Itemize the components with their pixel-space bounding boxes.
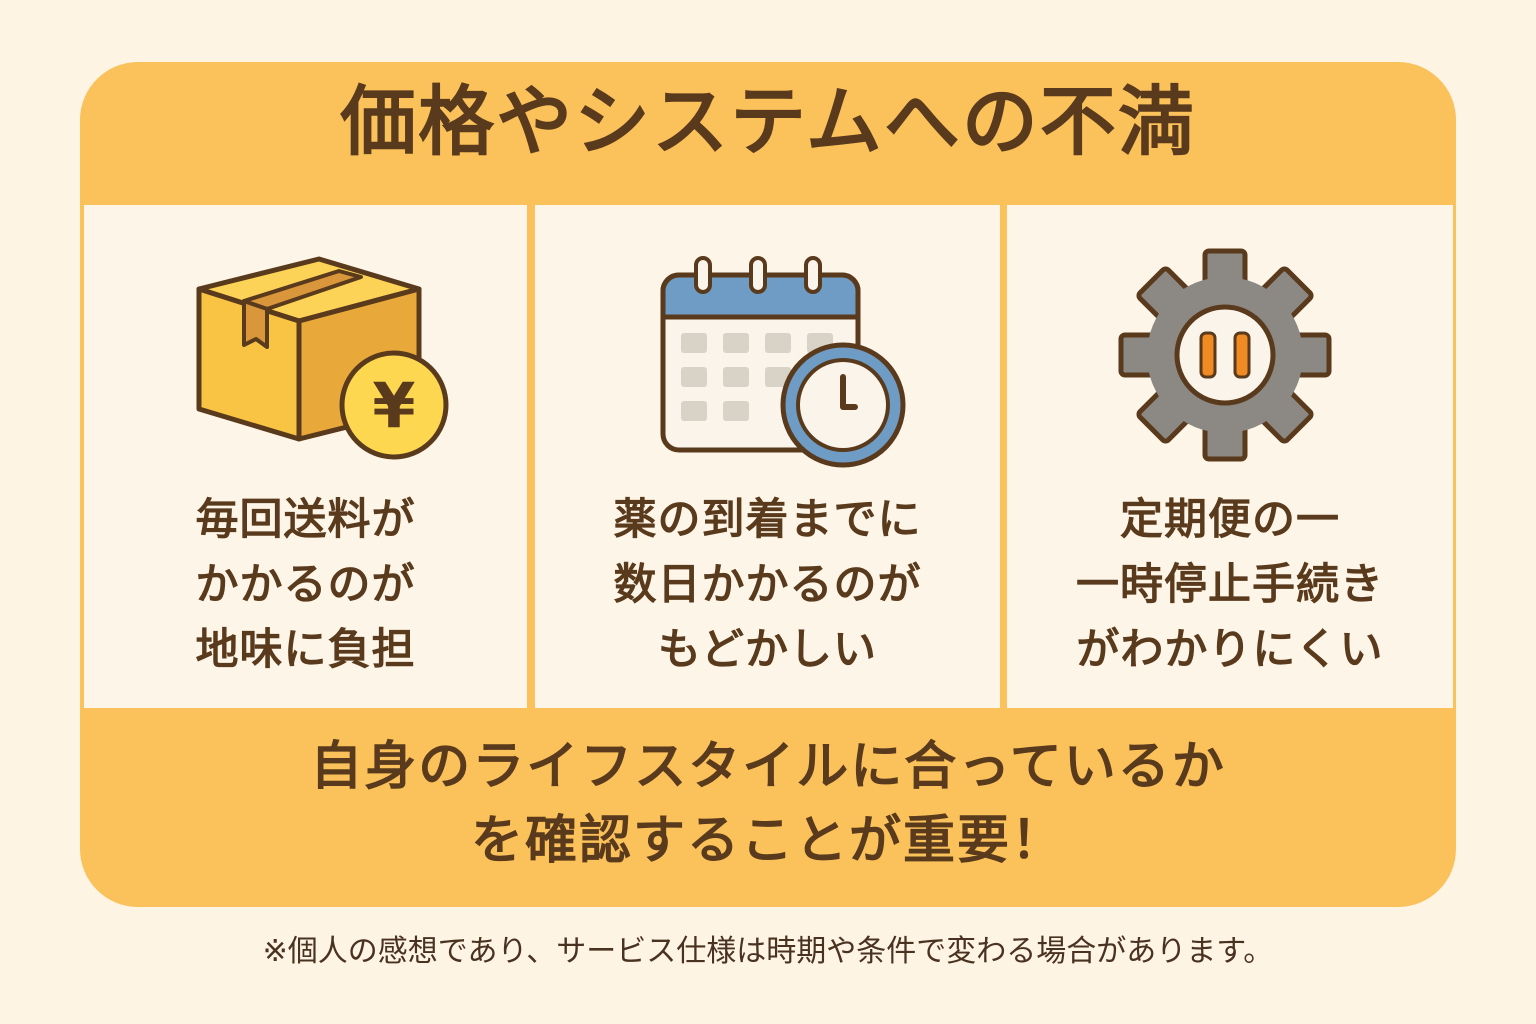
footnote: ※個人の感想であり、サービス仕様は時期や条件で変わる場合があります。 [262,934,1274,969]
calendar-with-clock-icon [660,256,906,468]
conclusion-line-1: 自身のライフスタイルに合っているか [310,737,1226,797]
complaint-panel-shipping: ¥ 毎回送料が かかるのが 地味に負担 [84,205,527,708]
caption-line: 数日かかるのが [613,560,922,610]
caption-line: 薬の到着までに [613,495,922,545]
page-title: 価格やシステムへの不満 [340,77,1196,166]
complaint-panel-pause: 定期便の一 一時停止手続き がわかりにくい [1007,205,1453,708]
caption-line: 定期便の一 [1120,495,1340,545]
box-with-yen-coin-icon: ¥ [196,256,449,460]
conclusion-message: 自身のライフスタイルに合っているか を確認することが重要！ [0,730,1536,878]
complaint-panel-delivery: 薬の到着までに 数日かかるのが もどかしい [535,205,1000,708]
caption-line: 地味に負担 [195,625,416,675]
caption-line: がわかりにくい [1076,625,1384,675]
caption-line: 毎回送料が [195,495,416,545]
complaint-caption-pause: 定期便の一 一時停止手続き がわかりにくい [1007,488,1453,683]
yen-symbol: ¥ [372,369,415,442]
caption-line: 一時停止手続き [1076,560,1384,610]
complaint-caption-delivery: 薬の到着までに 数日かかるのが もどかしい [535,488,1000,683]
conclusion-line-2: を確認することが重要！ [470,811,1065,871]
caption-line: かかるのが [195,560,416,610]
caption-line: もどかしい [657,625,878,675]
gear-pause-icon [1118,248,1332,462]
complaint-caption-shipping: 毎回送料が かかるのが 地味に負担 [84,488,527,683]
